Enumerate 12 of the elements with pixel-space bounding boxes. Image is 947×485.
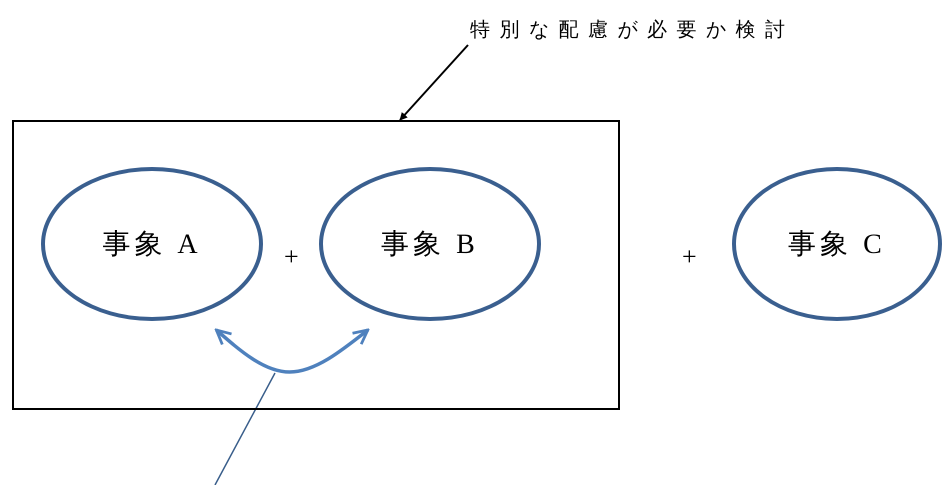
annotation-text: 特別な配慮が必要か検討	[470, 16, 794, 42]
event-ellipse	[732, 167, 942, 321]
node-label: 事象 A	[102, 228, 202, 262]
plus-sign: +	[284, 242, 299, 272]
node-label: 事象 B	[381, 228, 479, 262]
event-ellipse	[41, 167, 263, 321]
group-frame	[12, 120, 620, 410]
double-arrow	[214, 328, 370, 374]
plus-sign: +	[682, 242, 697, 272]
event-ellipse	[319, 167, 541, 321]
arrow	[399, 44, 469, 121]
node-label: 事象 C	[788, 228, 886, 262]
